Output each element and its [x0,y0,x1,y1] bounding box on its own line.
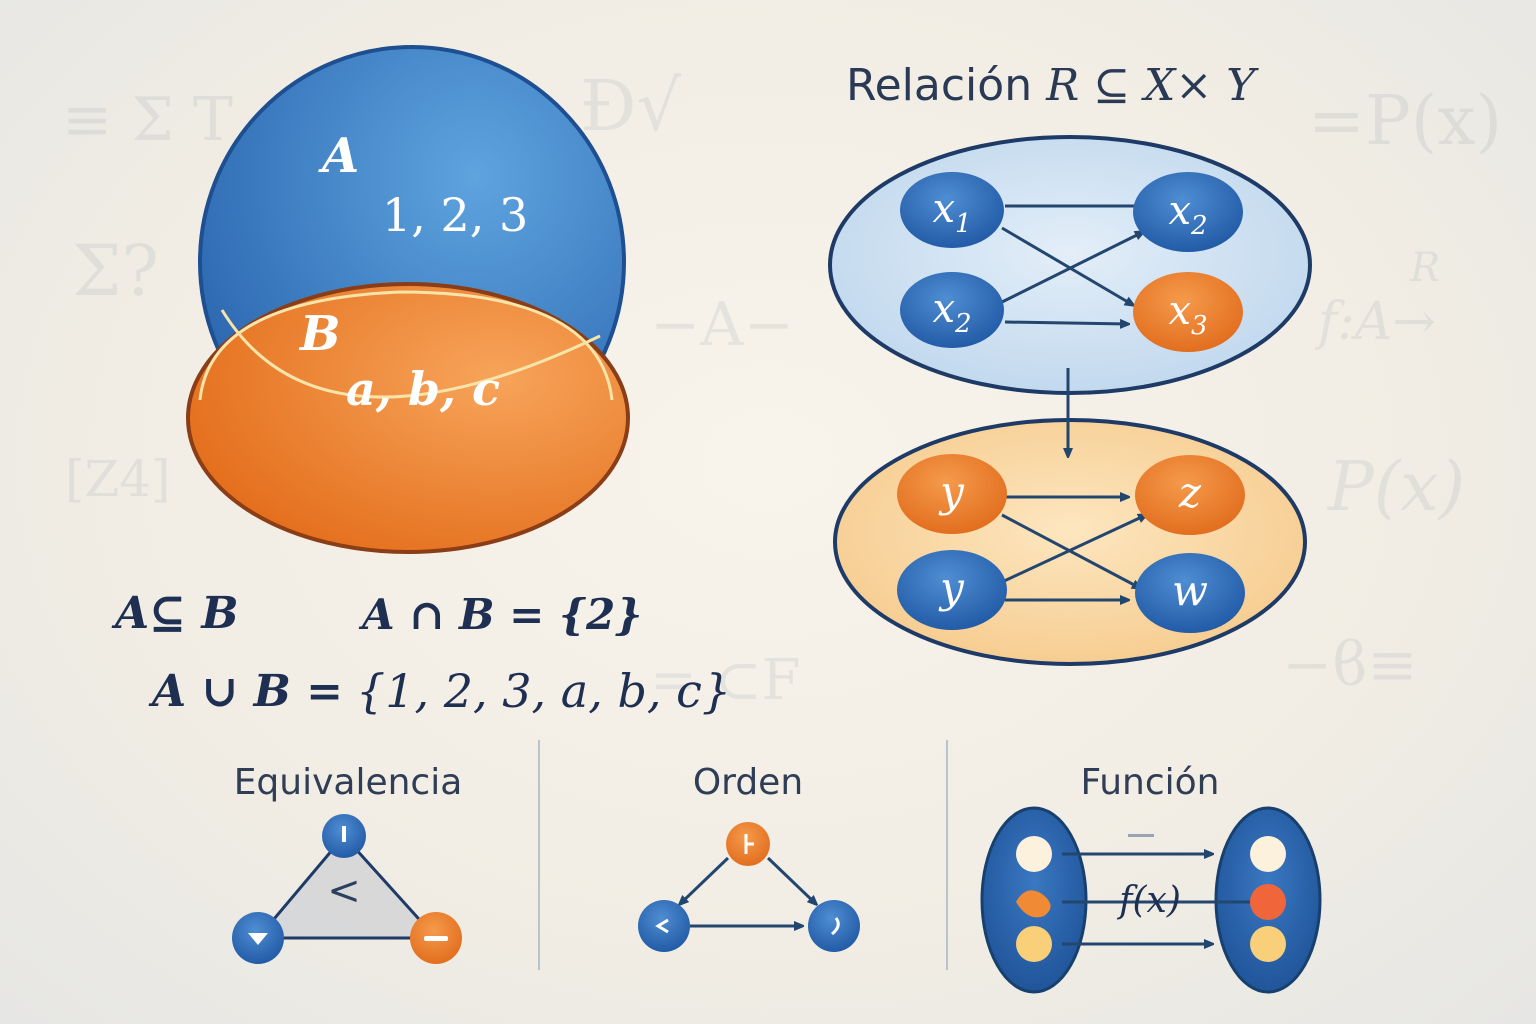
panel-divider [946,740,948,970]
node-x2-left-label: x2 [932,286,971,339]
codomain-dot-1 [1250,836,1286,872]
panel-title-equivalencia: Equivalencia [233,762,463,803]
set-a-elements: 1, 2, 3 [382,188,529,242]
equivalence-center-symbol: < [327,868,361,914]
node-x1 [900,172,1004,248]
chevron-left-icon [655,918,669,934]
domain-dot-3 [1016,926,1052,962]
function-dash [1128,834,1154,837]
relation-title-prefix: Relación [846,60,1033,111]
node-z-label: z [1178,468,1202,517]
node-y-bottom [897,550,1007,630]
bg-symbol: R [1410,245,1441,291]
union-formula-rhs: {1, 2, 3, a, b, c} [356,664,732,718]
bg-symbol: = ⊂F [650,648,801,713]
node-x3-label: x3 [1168,288,1207,341]
node-x1-label: x1 [932,186,971,239]
bg-symbol: Ð√ [580,65,682,147]
relation-diagram: x1 x2 x2 x3 y y z w [828,135,1312,666]
minus-icon [424,936,448,941]
bg-symbol: −A− [650,290,794,360]
relation-title-math: R ⊆ X× Y [1046,60,1256,111]
order-node-right [808,900,860,952]
set-b-ellipse [186,282,630,554]
node-x2-right [1133,172,1243,252]
relation-arrow [1001,515,1146,584]
funcion-panel: f(x) [980,806,1322,994]
node-z [1135,455,1245,535]
codomain-dot-2 [1250,884,1286,920]
bg-symbol: P(x) [1328,448,1466,527]
equivalencia-panel: < [232,814,462,964]
bg-symbol: Σ? [72,230,160,312]
triangle-down-icon [248,933,268,945]
bg-symbol: f:A→ [1318,292,1436,352]
bottom-group-ellipse [833,418,1307,666]
node-x2-right-label: x2 [1168,188,1207,241]
node-y-bottom-label: y [938,563,965,612]
node-w [1135,553,1245,633]
node-mark-icon [342,826,346,842]
intersection-boundary [220,309,601,399]
subset-formula: A⊆ B [115,588,239,639]
panel-title-funcion: Función [1080,762,1220,803]
order-arrow [680,856,730,904]
bg-symbol: ≡ Σ T [62,85,233,155]
node-mark-icon [744,834,754,854]
codomain-dot-3 [1250,926,1286,962]
relation-arrow [1004,322,1128,324]
venn-diagram [186,45,630,554]
panel-divider [538,740,540,970]
orden-panel [638,822,860,952]
equivalence-triangle [254,833,440,940]
order-arrow [766,856,816,904]
node-w-label: w [1172,566,1208,615]
function-label: f(x) [1116,880,1181,921]
domain-dot-1 [1016,836,1052,872]
top-group-ellipse [828,135,1312,395]
set-b-inner-outline [198,290,614,401]
node-y-top-label: y [938,467,965,516]
node-x2-left [900,272,1004,348]
bg-symbol: =P(x) [1308,82,1503,161]
node-mark-icon [831,917,840,936]
node-y-top [897,454,1007,534]
relation-title: Relación R ⊆ X× Y [846,60,1255,111]
bg-symbol: [Z4] [65,450,171,508]
relation-arrow [1001,226,1133,305]
union-formula-lhs: A ∪ B = [152,666,344,717]
order-node-left [638,900,690,952]
node-x3 [1133,272,1243,352]
intersection-formula: A ∩ B = {2} [362,590,643,639]
set-b-label: B [300,306,341,362]
set-b-elements: a, b, c [346,362,501,416]
domain-dot-2 [1016,890,1051,918]
set-a-label: A [322,128,360,184]
bg-symbol: −ϐ≡ [1282,630,1418,700]
panel-title-orden: Orden [692,762,804,803]
relation-arrow [1001,232,1143,304]
